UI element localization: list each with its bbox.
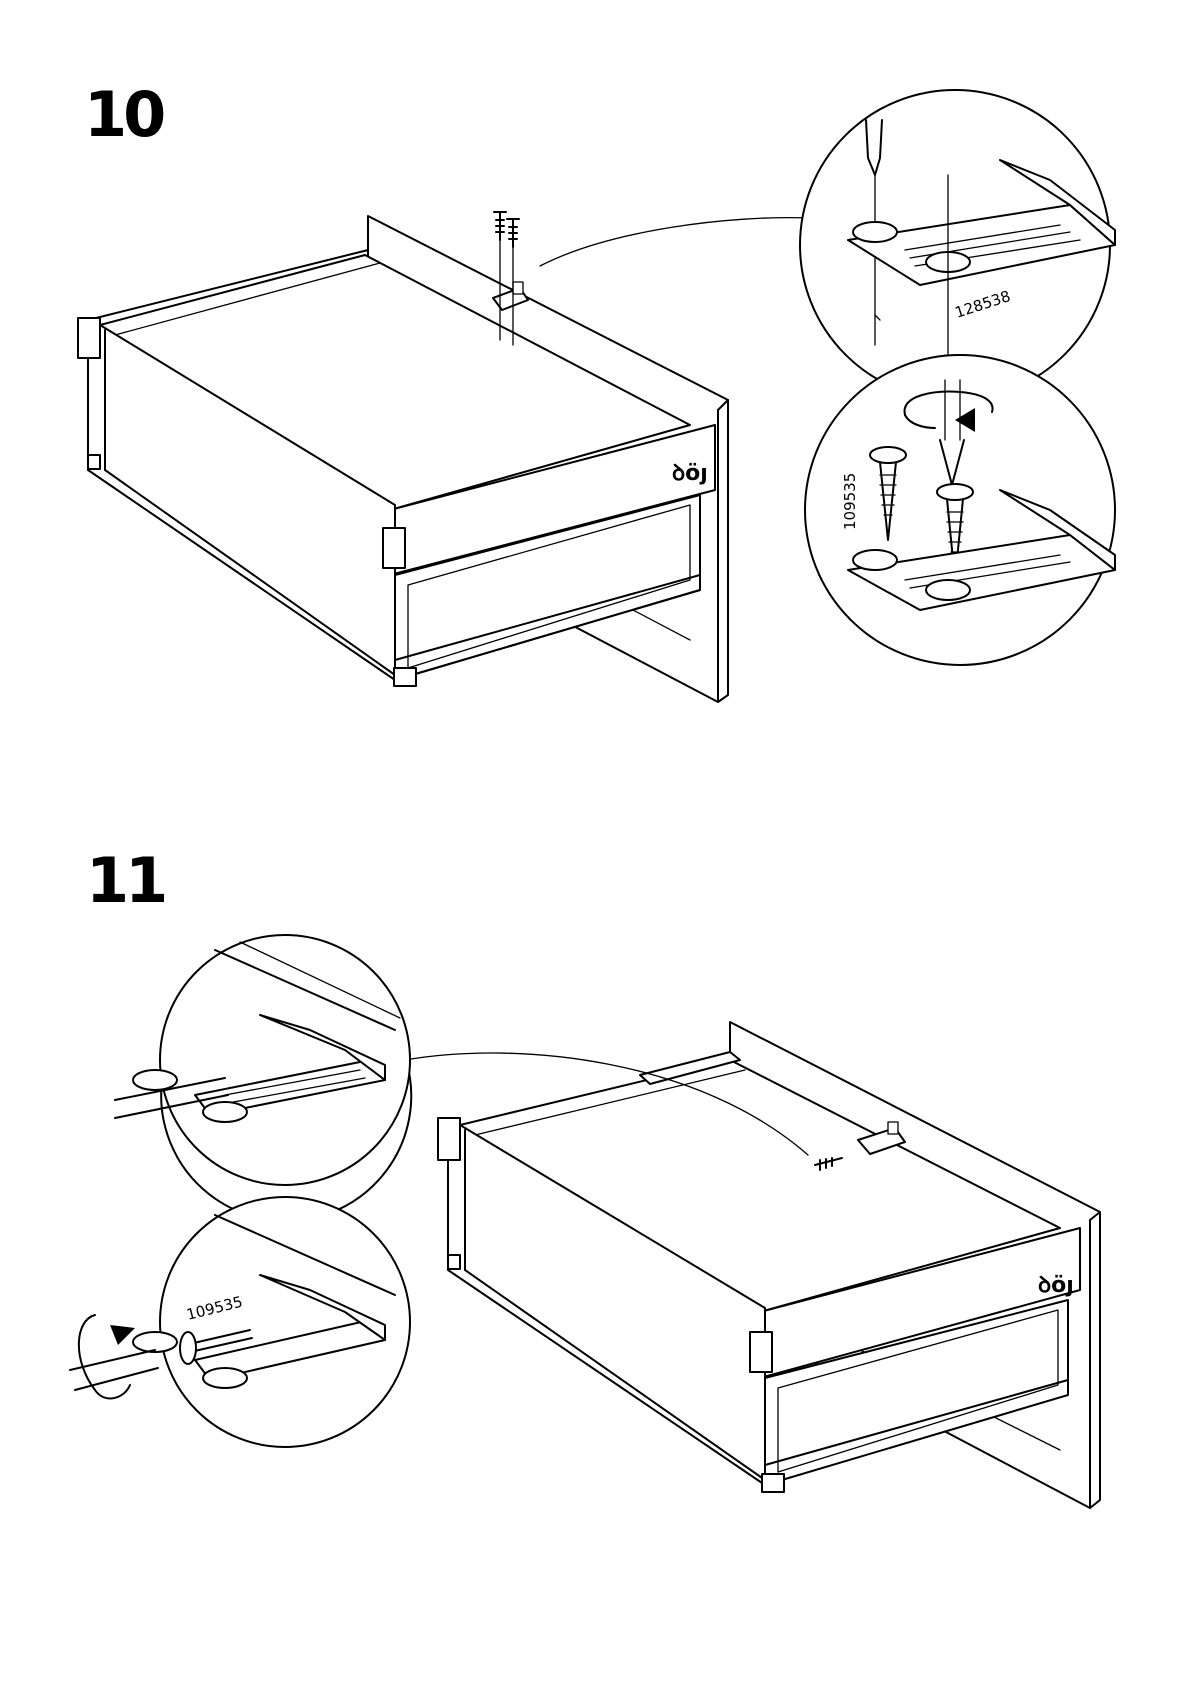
step11-detail-bottom: 109535 (70, 1197, 410, 1447)
svg-text:ꝺöȷ: ꝺöȷ (672, 461, 708, 486)
svg-text:ꝺöȷ: ꝺöȷ (1038, 1273, 1074, 1298)
part-number-109535: 109535 (841, 473, 859, 530)
drawer-front-logo: ꝺöȷ (1038, 1273, 1074, 1298)
step11-detail-top (115, 935, 411, 1221)
step11-main-drawing: ꝺöȷ (405, 1022, 1100, 1508)
step10-detail-bottom: 109535 (805, 355, 1115, 665)
drawer-front-logo: ꝺöȷ (672, 461, 708, 486)
step10-callout-line (540, 218, 810, 266)
rotate-arrow-icon (110, 1325, 135, 1345)
step10-main-drawing: ꝺöȷ (78, 212, 810, 702)
step10-detail-top: 128538 (800, 90, 1115, 400)
